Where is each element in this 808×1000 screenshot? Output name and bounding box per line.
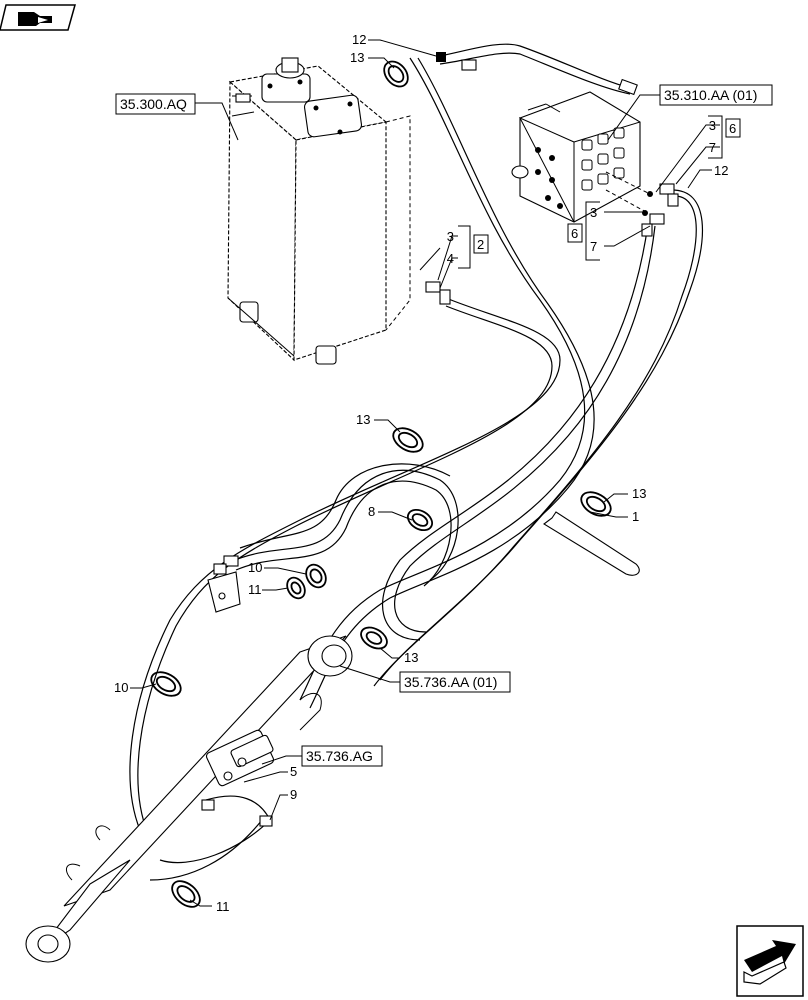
ref-valve[interactable]: 35.310.AA (01) xyxy=(659,84,773,106)
ref-tank[interactable]: 35.300.AQ xyxy=(115,93,196,115)
clamp-rings xyxy=(150,60,612,908)
callout-7: 7 xyxy=(709,140,716,155)
fittings xyxy=(201,52,679,827)
callout-box-2: 2 xyxy=(477,237,484,252)
hose-clip xyxy=(543,511,640,576)
callout-4: 4 xyxy=(447,251,454,266)
callout-numbers: 12 13 3 4 2 3 7 6 12 3 7 6 13 13 1 8 10 … xyxy=(114,32,741,914)
callout-10: 10 xyxy=(248,560,262,575)
svg-text:35.300.AQ: 35.300.AQ xyxy=(120,96,187,112)
svg-text:35.310.AA (01): 35.310.AA (01) xyxy=(664,87,757,103)
leader-lines xyxy=(130,39,720,907)
callout-13: 13 xyxy=(356,412,370,427)
callout-12: 12 xyxy=(352,32,366,47)
callout-box-6: 6 xyxy=(729,121,736,136)
callout-3: 3 xyxy=(709,118,716,133)
callout-3: 3 xyxy=(447,229,454,244)
ref-cylinder-valve[interactable]: 35.736.AG xyxy=(301,745,383,767)
callout-brackets xyxy=(458,115,723,269)
folder-book-icon[interactable] xyxy=(0,4,76,31)
callout-13: 13 xyxy=(350,50,364,65)
callout-11: 11 xyxy=(216,899,230,914)
control-valve-block xyxy=(511,91,653,223)
callout-5: 5 xyxy=(290,764,297,779)
hoses xyxy=(129,43,704,881)
callout-12: 12 xyxy=(714,163,728,178)
ref-cylinder[interactable]: 35.736.AA (01) xyxy=(399,671,511,693)
callout-7: 7 xyxy=(590,239,597,254)
next-page-arrow-icon[interactable] xyxy=(736,925,804,997)
hydraulic-tank xyxy=(227,57,411,365)
callout-13: 13 xyxy=(404,650,418,665)
callout-9: 9 xyxy=(290,787,297,802)
lift-cylinder xyxy=(25,635,353,963)
svg-text:35.736.AA (01): 35.736.AA (01) xyxy=(404,674,497,690)
callout-1: 1 xyxy=(632,509,639,524)
callout-10: 10 xyxy=(114,680,128,695)
callout-8: 8 xyxy=(368,504,375,519)
svg-text:35.736.AG: 35.736.AG xyxy=(306,748,373,764)
callout-13: 13 xyxy=(632,486,646,501)
callout-3: 3 xyxy=(590,205,597,220)
callout-box-6: 6 xyxy=(571,226,578,241)
callout-11: 11 xyxy=(248,582,262,597)
